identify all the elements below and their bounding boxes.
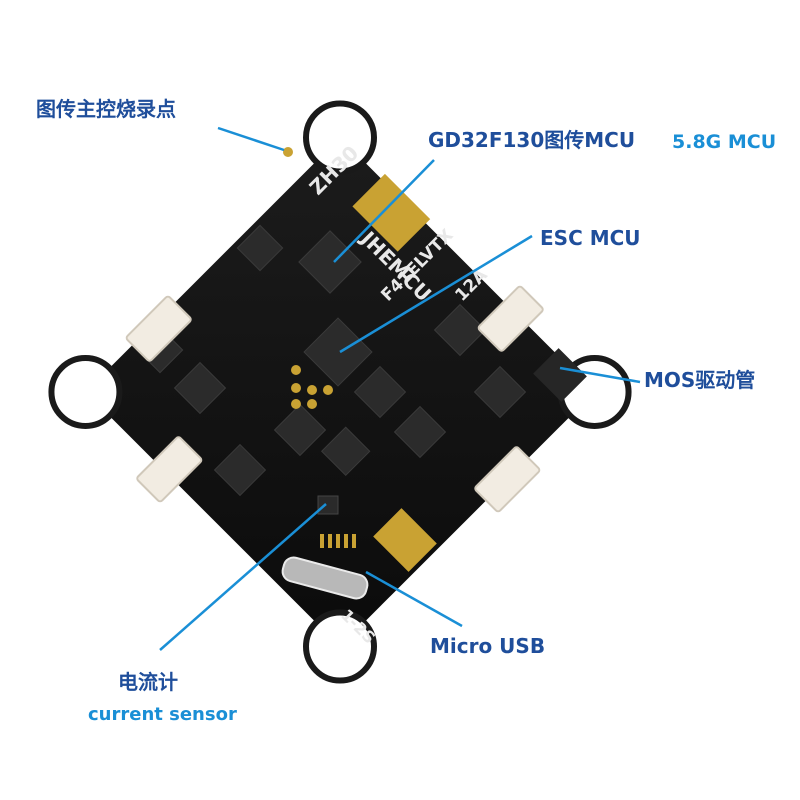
mount-hole-bottom — [308, 614, 372, 679]
label-mos-driver: MOS驱动管 — [644, 368, 756, 392]
flight-controller-board — [48, 100, 632, 684]
motor-connector-4 — [474, 446, 541, 513]
burn-point-pad — [283, 147, 293, 157]
vtx-mcu-chip — [298, 230, 362, 294]
chip-group — [136, 224, 527, 497]
label-micro-usb: Micro USB — [430, 634, 546, 658]
mos-driver-chip — [533, 348, 587, 402]
test-pads — [283, 147, 356, 548]
line-current — [159, 503, 327, 651]
line-usb — [365, 570, 463, 628]
micro-usb-port — [281, 556, 369, 600]
motor-connector-3 — [136, 436, 203, 503]
power-pads — [373, 508, 437, 572]
rf-chip — [236, 224, 284, 272]
label-58g-mcu: 5.8G MCU — [672, 131, 777, 153]
line-mos — [559, 366, 641, 384]
mount-hole-top — [308, 105, 372, 170]
line-burn-point — [217, 126, 285, 152]
callout-lines — [159, 126, 641, 651]
mount-hole-left — [53, 360, 118, 424]
motor-connector-1 — [125, 295, 192, 362]
motor-connector-2 — [477, 285, 544, 352]
line-vtx-mcu — [333, 159, 435, 263]
label-vtx-burn-point: 图传主控烧录点 — [36, 97, 176, 121]
label-vtx-mcu: GD32F130图传MCU — [428, 128, 636, 152]
vtx-antenna-pad — [352, 173, 431, 252]
label-current-cn: 电流计 — [118, 670, 178, 694]
label-esc-mcu: ESC MCU — [540, 226, 641, 250]
motor-connectors — [125, 285, 544, 513]
esc-mcu-chip — [303, 317, 373, 387]
current-sensor-chip — [317, 495, 339, 515]
label-current-en: current sensor — [88, 704, 237, 725]
line-esc-mcu — [339, 234, 533, 354]
